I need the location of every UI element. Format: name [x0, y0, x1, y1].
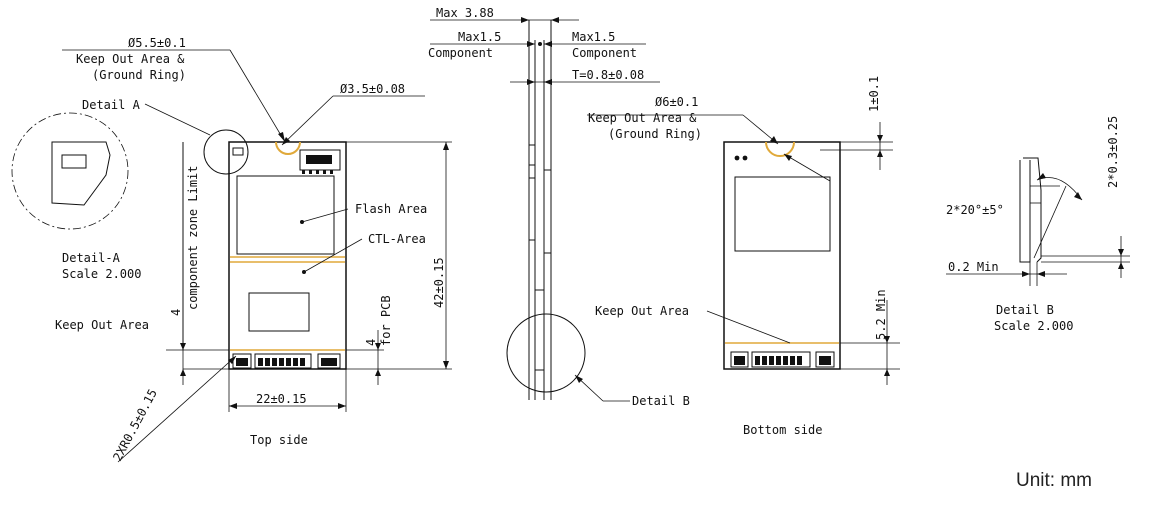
label-dim-1: 1±0.1 [867, 76, 881, 112]
side-component-a [543, 169, 552, 254]
label-component-b: Component [572, 46, 637, 60]
top-side-view [62, 49, 452, 463]
label-component-a: Component [428, 46, 493, 60]
detail-b-circle [506, 313, 586, 393]
label-ground-ring-2: (Ground Ring) [608, 127, 702, 141]
d55-leader [229, 49, 286, 143]
label-radius-2x: 2XR0.5±0.15 [110, 387, 160, 464]
top-switch [299, 149, 341, 171]
label-detail-a-scale: Scale 2.000 [62, 267, 141, 281]
bottom-connector [730, 351, 835, 368]
side-component-b [528, 177, 536, 241]
label-keep-out-area-1: Keep Out Area [55, 318, 149, 332]
label-detail-b-title: Detail B [996, 303, 1054, 317]
top-switch-pins [302, 170, 333, 174]
label-dim-22: 22±0.15 [256, 392, 307, 406]
flash-area-leader [301, 208, 349, 223]
label-max-388: Max 3.88 [436, 6, 494, 20]
detail-a-view [11, 112, 129, 230]
label-comp-zone-limit: component zone Limit [186, 166, 200, 311]
label-keep-out-area-2: Keep Out Area [595, 304, 689, 318]
label-top-side: Top side [250, 433, 308, 447]
detail-a-circle [203, 129, 249, 175]
detail-a-enlarged-circle [11, 112, 129, 230]
detail-b-board [1019, 160, 1031, 263]
bottom-ground-ring [765, 141, 795, 157]
label-dim-42: 42±0.15 [432, 257, 446, 308]
label-for-pcb: for PCB [379, 295, 393, 346]
label-d55: Ø5.5±0.1 [128, 36, 186, 50]
radius-leader [117, 355, 237, 463]
detail-b-view [946, 157, 1130, 286]
label-detail-b-scale: Scale 2.000 [994, 319, 1073, 333]
bottom-board-outline [723, 141, 841, 370]
top-switch-knob [306, 155, 332, 164]
label-keepout-ground-2: Keep Out Area & [588, 111, 697, 125]
ctl-area-leader [303, 238, 363, 273]
detail-a-leader [144, 103, 211, 136]
label-keepout-ground-1: Keep Out Area & [76, 52, 185, 66]
label-d6: Ø6±0.1 [655, 95, 698, 109]
top-connector [232, 353, 341, 369]
label-detail-b: Detail B [632, 394, 690, 408]
label-bottom-side: Bottom side [743, 423, 822, 437]
side-edge-lower [534, 289, 545, 371]
bottom-chip [734, 176, 831, 252]
top-lower-chip [248, 292, 310, 332]
label-dim-4-right: 4 [364, 339, 378, 346]
label-dim-52: 5.2 Min [874, 289, 888, 340]
unit-label: Unit: mm [1016, 470, 1092, 491]
side-view [430, 17, 660, 402]
label-dim-4-left: 4 [169, 309, 183, 316]
top-ground-ring [275, 141, 301, 155]
detail-a-outline [51, 141, 111, 206]
label-flash-area: Flash Area [355, 202, 427, 216]
label-max15-b: Max1.5 [572, 30, 615, 44]
label-dim-02: 0.2 Min [948, 260, 999, 274]
top-small-square [232, 147, 244, 156]
d35-leader [281, 95, 334, 146]
flash-area-box [236, 175, 335, 255]
bottom-side-view [587, 114, 900, 385]
labels: Ø5.5±0.1 Keep Out Area & (Ground Ring) D… [55, 6, 1120, 463]
label-ctl-area: CTL-Area [368, 232, 426, 246]
label-ground-ring-1: (Ground Ring) [92, 68, 186, 82]
label-angle: 2*20°±5° [946, 203, 1004, 217]
label-t08: T=0.8±0.08 [572, 68, 644, 82]
label-d35: Ø3.5±0.08 [340, 82, 405, 96]
side-component-top [528, 144, 536, 166]
detail-a-square [61, 154, 87, 169]
label-detail-a-title: Detail-A [62, 251, 121, 265]
label-dim-2: 2*0.3±0.25 [1106, 116, 1120, 188]
label-detail-a: Detail A [82, 98, 141, 112]
label-max15-a: Max1.5 [458, 30, 501, 44]
